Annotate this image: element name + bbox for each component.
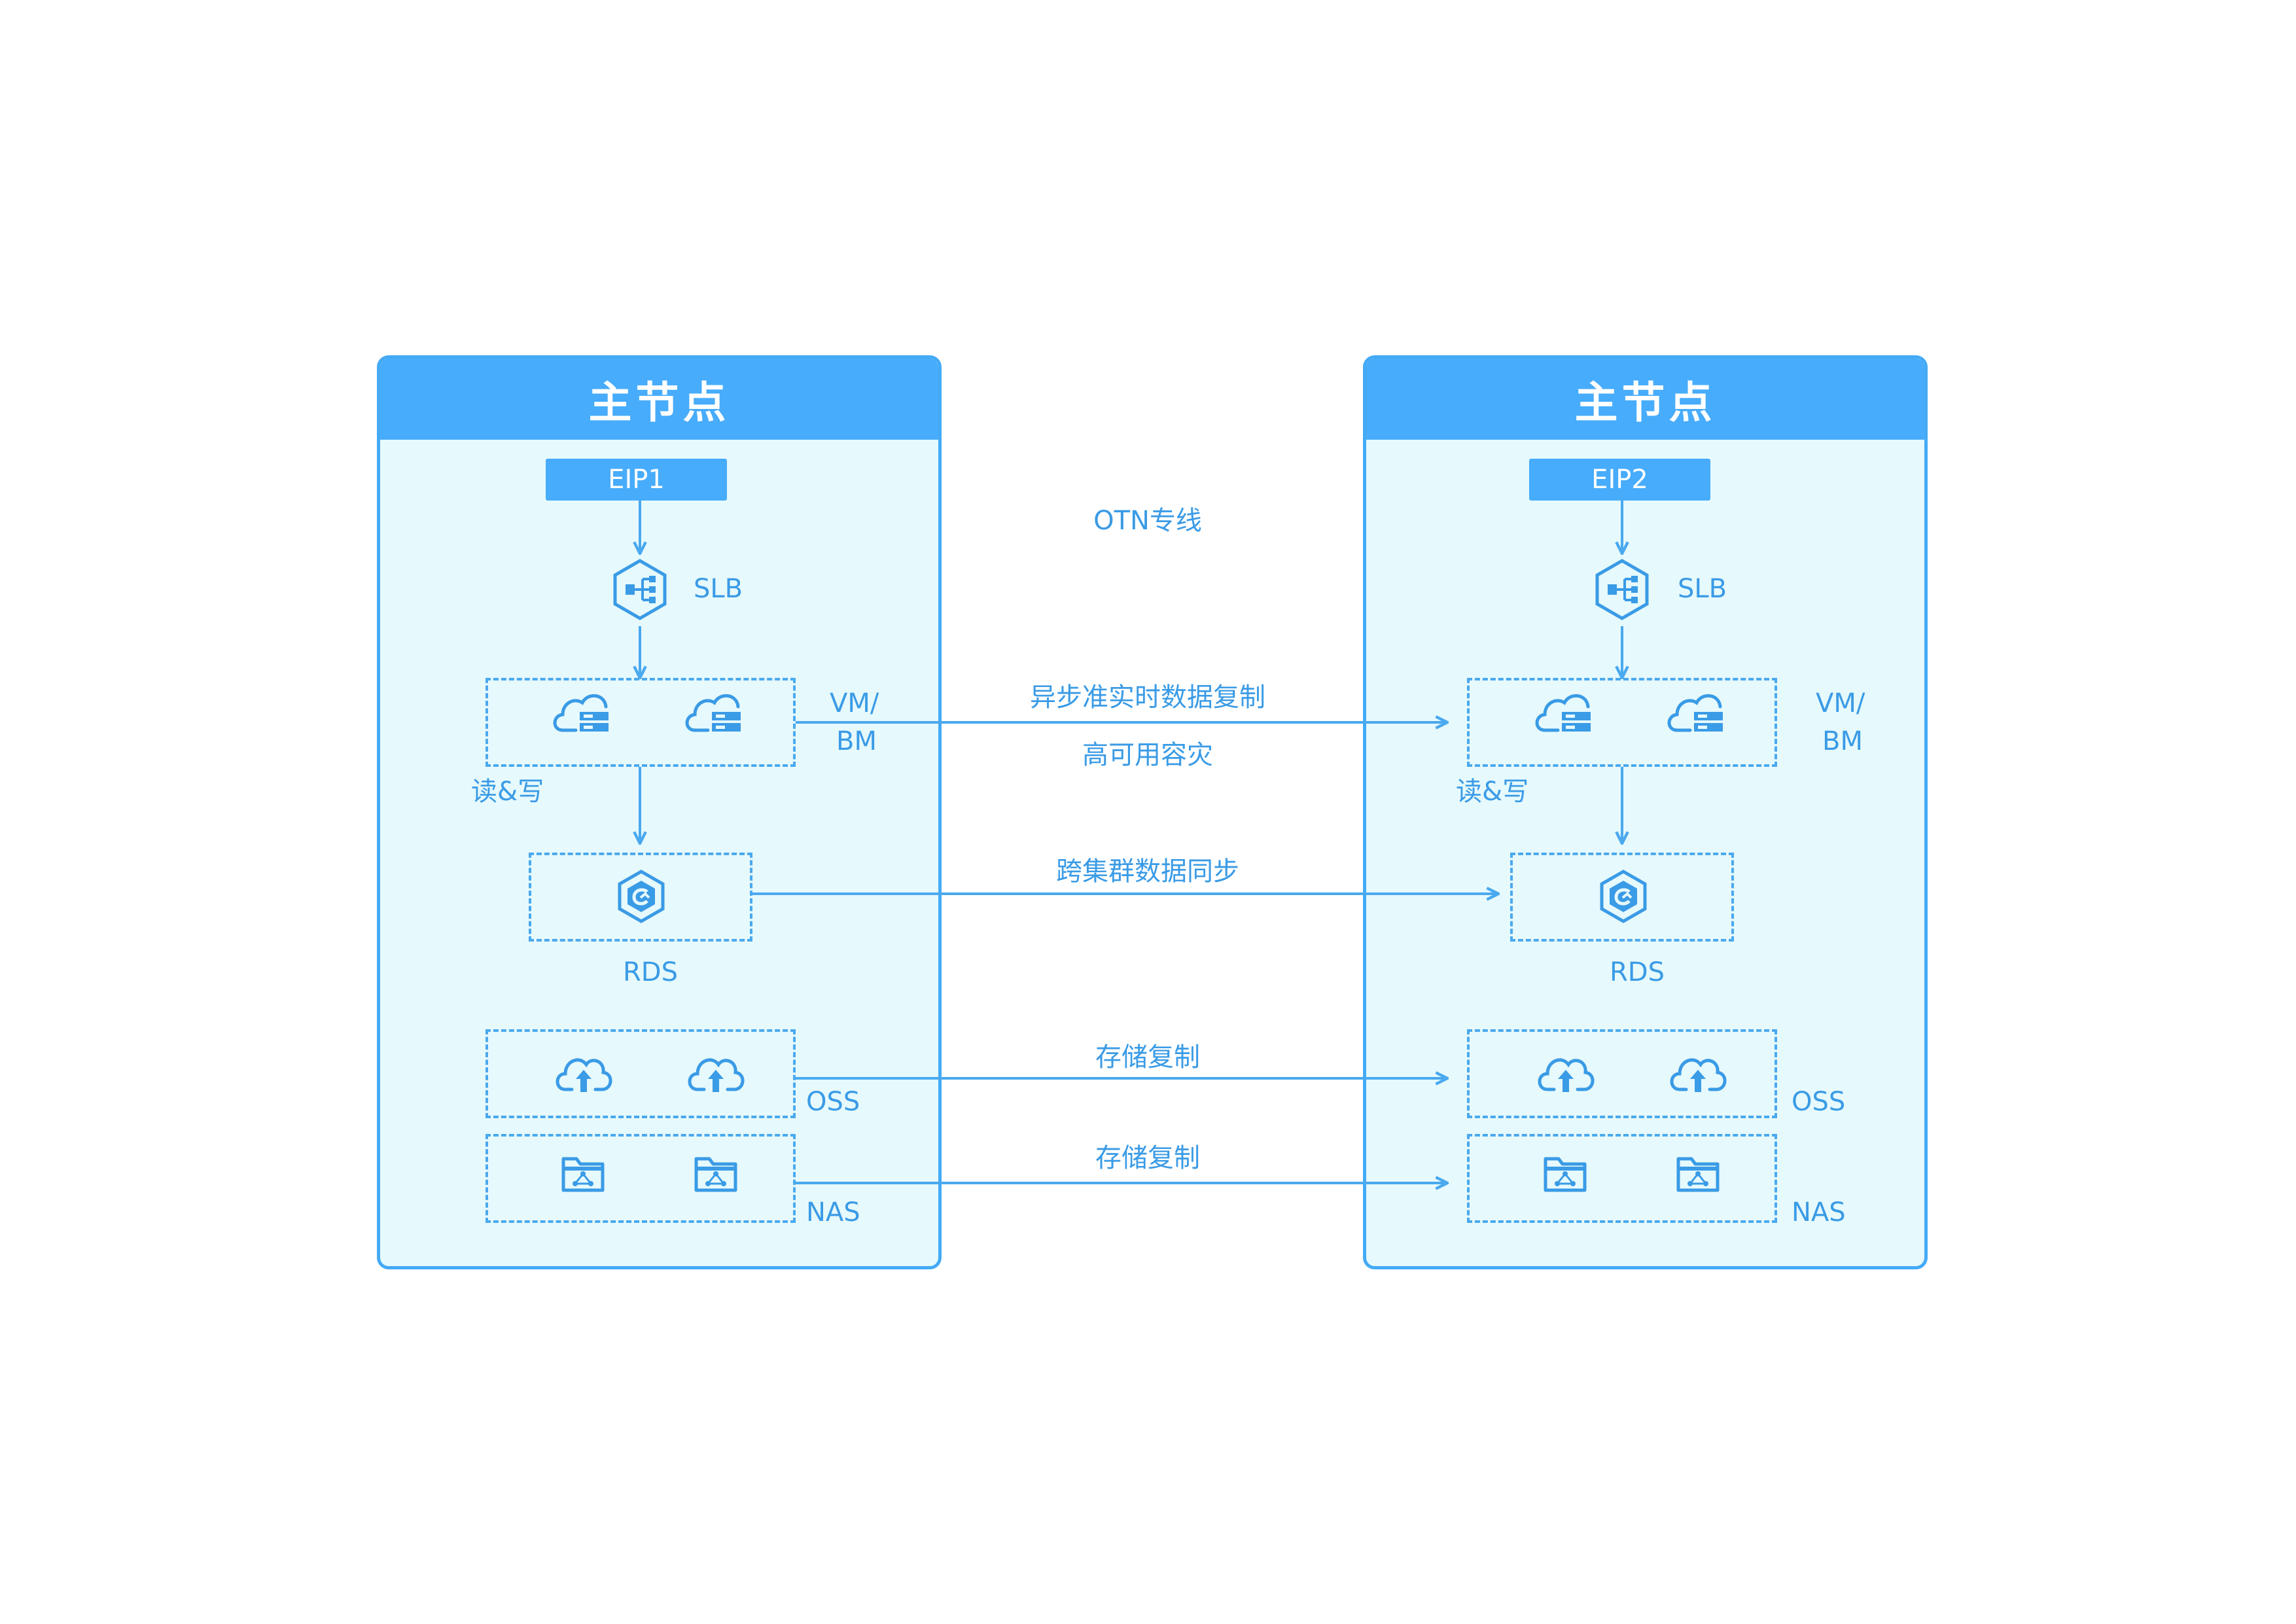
right-nas-label: NAS — [1792, 1197, 1846, 1227]
left-rw-label: 读&写 — [471, 777, 544, 807]
left-nas-icon-2 — [696, 1159, 735, 1190]
left-oss-icon-1 — [557, 1060, 610, 1092]
right-vm-label-line2: BM — [1822, 726, 1863, 756]
oss-replication-label: 存储复制 — [1095, 1042, 1200, 1072]
vm-disaster-recovery-label: 高可用容灾 — [1082, 740, 1213, 770]
right-rds-icon — [1602, 872, 1645, 921]
right-vm-icon-2 — [1669, 696, 1723, 732]
left-rds-group — [529, 853, 752, 942]
left-vm-icon-1 — [555, 696, 609, 732]
right-nas-icon-2 — [1678, 1159, 1718, 1190]
right-oss-group — [1467, 1029, 1777, 1118]
right-rds-group — [1510, 853, 1734, 942]
otn-line-label: OTN专线 — [1093, 506, 1202, 536]
left-oss-group — [486, 1029, 796, 1118]
rds-sync-label: 跨集群数据同步 — [1056, 856, 1239, 887]
left-slb-icon — [615, 561, 665, 618]
left-panel-title: 主节点 — [380, 359, 938, 440]
right-oss-label: OSS — [1792, 1087, 1846, 1117]
nas-replication-label: 存储复制 — [1095, 1143, 1200, 1173]
left-vm-icon-2 — [687, 696, 741, 732]
left-vm-label-line1: VM/ — [830, 688, 879, 718]
left-rds-icon — [620, 872, 663, 921]
left-oss-label: OSS — [806, 1087, 860, 1117]
left-rds-label: RDS — [623, 957, 678, 987]
right-oss-icon-1 — [1540, 1060, 1593, 1092]
right-nas-icon-1 — [1545, 1159, 1585, 1190]
right-slb-label: SLB — [1678, 574, 1727, 604]
left-oss-icon-2 — [690, 1060, 743, 1092]
left-slb-label: SLB — [694, 574, 743, 604]
left-eip-badge: EIP1 — [546, 459, 727, 501]
right-slb-icon — [1597, 561, 1647, 618]
right-rw-label: 读&写 — [1456, 777, 1529, 807]
right-vm-label-line1: VM/ — [1816, 688, 1865, 718]
vm-replication-label: 异步准实时数据复制 — [1030, 682, 1265, 713]
right-rds-label: RDS — [1610, 957, 1665, 987]
right-vm-icon-1 — [1537, 696, 1591, 732]
left-nas-label: NAS — [806, 1197, 860, 1227]
left-nas-group — [486, 1134, 796, 1223]
right-oss-icon-2 — [1672, 1060, 1725, 1092]
right-eip-badge: EIP2 — [1529, 459, 1710, 501]
left-vm-label-line2: BM — [836, 726, 877, 756]
right-panel-title: 主节点 — [1366, 359, 1924, 440]
right-nas-group — [1467, 1134, 1777, 1223]
left-nas-icon-1 — [563, 1159, 603, 1190]
